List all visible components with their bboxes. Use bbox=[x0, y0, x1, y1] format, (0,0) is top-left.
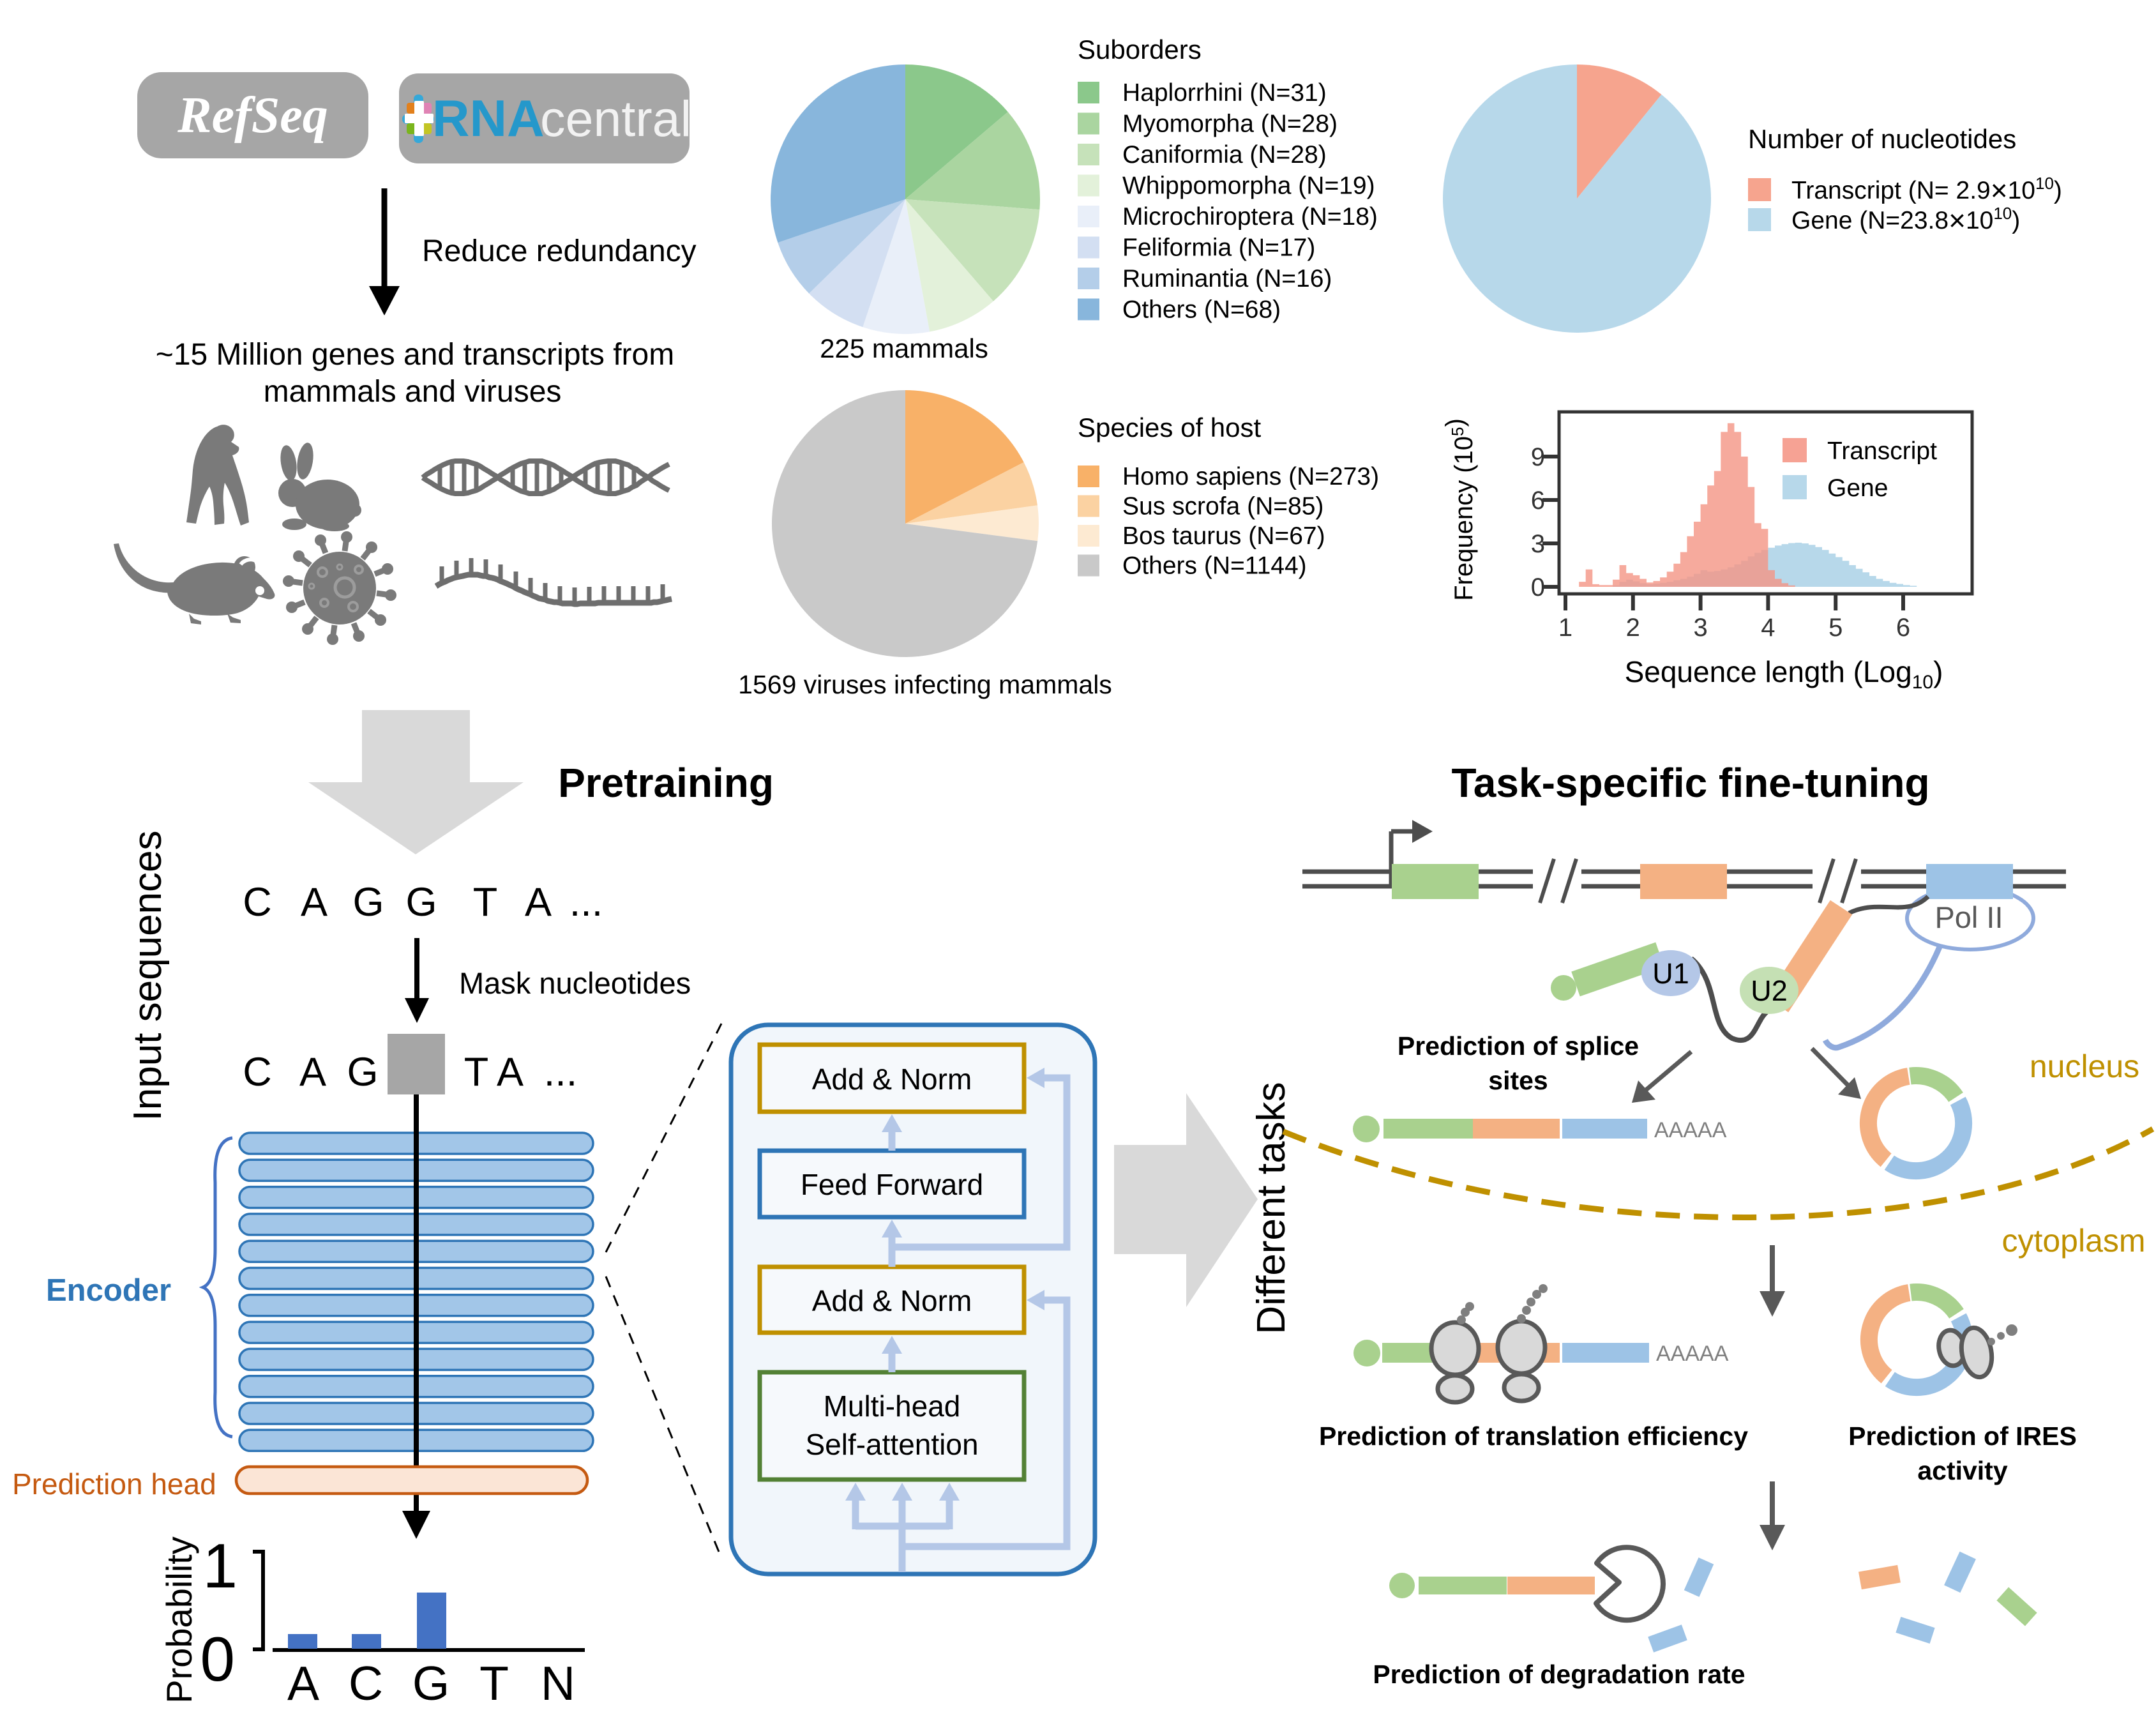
svg-text:Others (N=68): Others (N=68) bbox=[1122, 296, 1281, 324]
svg-text:~15 Million genes and transcri: ~15 Million genes and transcripts from bbox=[156, 338, 674, 372]
svg-text:1: 1 bbox=[1558, 614, 1572, 642]
svg-text:Pretraining: Pretraining bbox=[558, 760, 774, 806]
svg-text:Different tasks: Different tasks bbox=[1249, 1082, 1293, 1334]
svg-text:Feliformia (N=17): Feliformia (N=17) bbox=[1122, 234, 1315, 262]
svg-text:AAAAA: AAAAA bbox=[1656, 1342, 1729, 1366]
svg-text:1569 viruses infecting mammals: 1569 viruses infecting mammals bbox=[738, 670, 1112, 699]
svg-text:C: C bbox=[349, 1656, 383, 1710]
svg-text:cytoplasm: cytoplasm bbox=[2001, 1223, 2145, 1259]
svg-text:Bos taurus (N=67): Bos taurus (N=67) bbox=[1122, 522, 1325, 550]
svg-text:Reduce redundancy: Reduce redundancy bbox=[422, 234, 697, 268]
svg-text:U2: U2 bbox=[1751, 974, 1788, 1007]
svg-text:Number of nucleotides: Number of nucleotides bbox=[1748, 124, 2016, 154]
svg-text:4: 4 bbox=[1761, 614, 1775, 642]
svg-text:Others (N=1144): Others (N=1144) bbox=[1122, 552, 1307, 580]
svg-text:activity: activity bbox=[1917, 1456, 2007, 1485]
svg-text:6: 6 bbox=[1896, 614, 1910, 642]
svg-text:3: 3 bbox=[1531, 530, 1545, 558]
svg-text:...: ... bbox=[544, 1050, 578, 1094]
svg-text:Sus scrofa (N=85): Sus scrofa (N=85) bbox=[1122, 493, 1323, 520]
svg-text:Multi-head: Multi-head bbox=[824, 1389, 961, 1423]
svg-text:Input sequences: Input sequences bbox=[126, 830, 170, 1121]
svg-text:T: T bbox=[464, 1050, 488, 1094]
svg-text:G: G bbox=[347, 1050, 378, 1094]
svg-text:Transcript: Transcript bbox=[1827, 437, 1937, 465]
svg-text:Caniformia (N=28): Caniformia (N=28) bbox=[1122, 141, 1327, 169]
svg-text:Gene: Gene bbox=[1827, 474, 1888, 502]
svg-text:A: A bbox=[287, 1656, 319, 1710]
svg-text:mammals and viruses: mammals and viruses bbox=[264, 375, 562, 409]
svg-text:Transcript (N= 2.9×1010): Transcript (N= 2.9×1010) bbox=[1791, 174, 2062, 207]
svg-text:RNA: RNA bbox=[432, 90, 545, 148]
svg-text:nucleus: nucleus bbox=[2030, 1048, 2139, 1084]
svg-text:Probability: Probability bbox=[159, 1536, 199, 1703]
svg-text:A: A bbox=[299, 1050, 326, 1094]
svg-text:225 mammals: 225 mammals bbox=[820, 333, 988, 363]
svg-text:Species of host: Species of host bbox=[1078, 413, 1262, 443]
svg-text:Pol II: Pol II bbox=[1934, 900, 2003, 934]
svg-text:Suborders: Suborders bbox=[1078, 34, 1202, 64]
svg-text:AAAAA: AAAAA bbox=[1654, 1118, 1727, 1142]
svg-text:C: C bbox=[243, 1050, 272, 1094]
svg-text:T: T bbox=[473, 880, 497, 925]
svg-text:Prediction of degradation rate: Prediction of degradation rate bbox=[1373, 1660, 1745, 1689]
svg-text:9: 9 bbox=[1531, 443, 1545, 471]
svg-text:T: T bbox=[479, 1656, 509, 1710]
svg-text:5: 5 bbox=[1828, 614, 1843, 642]
svg-text:Mask nucleotides: Mask nucleotides bbox=[459, 966, 691, 1000]
svg-text:sites: sites bbox=[1488, 1066, 1548, 1095]
svg-text:2: 2 bbox=[1626, 614, 1640, 642]
svg-text:Prediction head: Prediction head bbox=[12, 1467, 216, 1501]
svg-text:Prediction of splice: Prediction of splice bbox=[1398, 1031, 1639, 1061]
svg-text:Whippomorpha (N=19): Whippomorpha (N=19) bbox=[1122, 172, 1375, 200]
svg-text:U1: U1 bbox=[1652, 957, 1689, 990]
svg-text:A: A bbox=[497, 1050, 524, 1094]
svg-text:0: 0 bbox=[1531, 573, 1545, 602]
svg-text:6: 6 bbox=[1531, 487, 1545, 515]
svg-text:C: C bbox=[243, 880, 272, 925]
svg-text:Add & Norm: Add & Norm bbox=[812, 1284, 972, 1317]
svg-text:...: ... bbox=[569, 880, 603, 925]
svg-text:G: G bbox=[405, 880, 437, 925]
svg-text:0: 0 bbox=[200, 1624, 235, 1694]
svg-text:Myomorpha (N=28): Myomorpha (N=28) bbox=[1122, 110, 1338, 138]
svg-text:Add & Norm: Add & Norm bbox=[812, 1063, 972, 1096]
svg-text:A: A bbox=[525, 880, 552, 925]
svg-text:Homo sapiens (N=273): Homo sapiens (N=273) bbox=[1122, 463, 1379, 490]
svg-text:Microchiroptera (N=18): Microchiroptera (N=18) bbox=[1122, 203, 1378, 231]
svg-text:Feed Forward: Feed Forward bbox=[801, 1168, 983, 1201]
svg-text:Task-specific fine-tuning: Task-specific fine-tuning bbox=[1451, 760, 1929, 806]
svg-text:A: A bbox=[301, 880, 328, 925]
svg-text:3: 3 bbox=[1693, 614, 1707, 642]
svg-text:G: G bbox=[352, 880, 384, 925]
svg-text:Encoder: Encoder bbox=[46, 1273, 171, 1308]
svg-text:G: G bbox=[412, 1656, 449, 1710]
svg-text:Haplorrhini (N=31): Haplorrhini (N=31) bbox=[1122, 79, 1327, 107]
svg-text:Sequence length (Log10): Sequence length (Log10) bbox=[1625, 655, 1943, 693]
svg-text:central: central bbox=[540, 90, 691, 147]
svg-text:Self-attention: Self-attention bbox=[805, 1428, 978, 1461]
svg-text:RefSeq: RefSeq bbox=[177, 87, 328, 144]
svg-text:Ruminantia (N=16): Ruminantia (N=16) bbox=[1122, 265, 1332, 292]
svg-text:Gene (N=23.8×1010): Gene (N=23.8×1010) bbox=[1791, 204, 2020, 237]
svg-text:Prediction of IRES: Prediction of IRES bbox=[1848, 1421, 2077, 1451]
svg-text:Prediction of translation effi: Prediction of translation efficiency bbox=[1319, 1421, 1748, 1451]
svg-text:1: 1 bbox=[202, 1531, 237, 1601]
svg-text:N: N bbox=[541, 1656, 575, 1710]
